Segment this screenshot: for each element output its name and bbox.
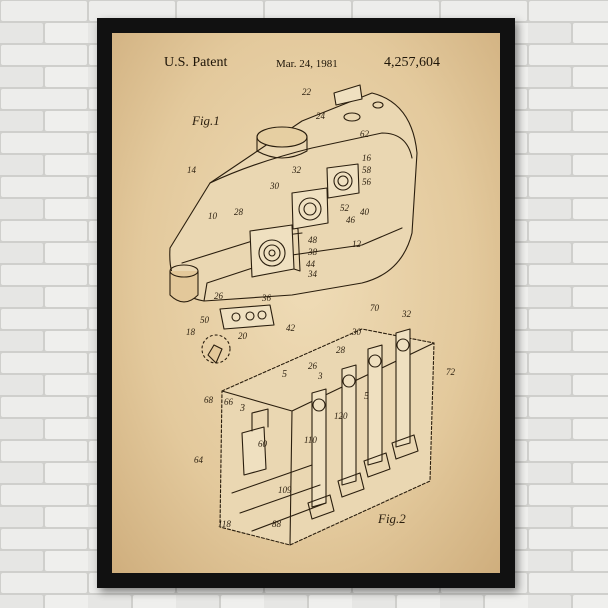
svg-text:20: 20 (238, 331, 248, 341)
svg-text:26: 26 (214, 291, 224, 301)
svg-text:30: 30 (269, 181, 280, 191)
svg-text:88: 88 (272, 519, 282, 529)
fig1-drawing: Fig.1 (169, 84, 418, 364)
svg-text:66: 66 (224, 397, 234, 407)
svg-text:68: 68 (204, 395, 214, 405)
svg-text:58: 58 (362, 165, 372, 175)
svg-text:70: 70 (370, 303, 380, 313)
patent-date: Mar. 24, 1981 (276, 58, 338, 70)
svg-text:16: 16 (362, 153, 372, 163)
svg-text:42: 42 (286, 323, 296, 333)
patent-title: U.S. Patent (164, 55, 228, 70)
fig2-drawing: Fig.2 70 72 30 32 28 5 26 3 120 3 66 68 … (194, 303, 456, 546)
fig1-label: Fig.1 (191, 113, 220, 128)
svg-text:5: 5 (282, 369, 287, 380)
svg-text:72: 72 (446, 367, 456, 377)
svg-text:32: 32 (291, 165, 302, 175)
patent-drawing: Fig.1 (169, 84, 456, 546)
svg-text:24: 24 (316, 111, 326, 121)
svg-text:36: 36 (261, 293, 272, 303)
svg-text:62: 62 (360, 129, 370, 139)
svg-text:22: 22 (302, 87, 312, 97)
svg-text:120: 120 (334, 411, 348, 421)
svg-text:34: 34 (307, 269, 318, 279)
svg-text:110: 110 (304, 435, 317, 445)
patent-poster: U.S. Patent Mar. 24, 1981 4,257,604 Fig.… (112, 33, 500, 573)
svg-text:3: 3 (239, 403, 245, 414)
patent-number: 4,257,604 (384, 55, 440, 70)
svg-text:26: 26 (308, 361, 318, 371)
svg-text:64: 64 (194, 455, 204, 465)
svg-text:5: 5 (364, 391, 369, 402)
svg-text:28: 28 (336, 345, 346, 355)
svg-text:48: 48 (308, 235, 318, 245)
svg-text:10: 10 (208, 211, 218, 221)
svg-text:109: 109 (278, 485, 292, 495)
svg-text:12: 12 (352, 239, 362, 249)
svg-text:60: 60 (258, 439, 268, 449)
svg-text:50: 50 (200, 315, 210, 325)
svg-text:28: 28 (234, 207, 244, 217)
svg-text:118: 118 (218, 519, 231, 529)
svg-text:38: 38 (307, 247, 318, 257)
svg-text:56: 56 (362, 177, 372, 187)
svg-text:52: 52 (340, 203, 350, 213)
svg-text:32: 32 (401, 309, 412, 319)
svg-text:30: 30 (351, 327, 362, 337)
svg-text:3: 3 (317, 371, 323, 381)
fig2-label: Fig.2 (377, 511, 406, 526)
svg-text:40: 40 (360, 207, 370, 217)
svg-text:14: 14 (187, 165, 197, 175)
svg-text:44: 44 (306, 259, 316, 269)
svg-text:18: 18 (186, 327, 196, 337)
svg-text:46: 46 (346, 215, 356, 225)
